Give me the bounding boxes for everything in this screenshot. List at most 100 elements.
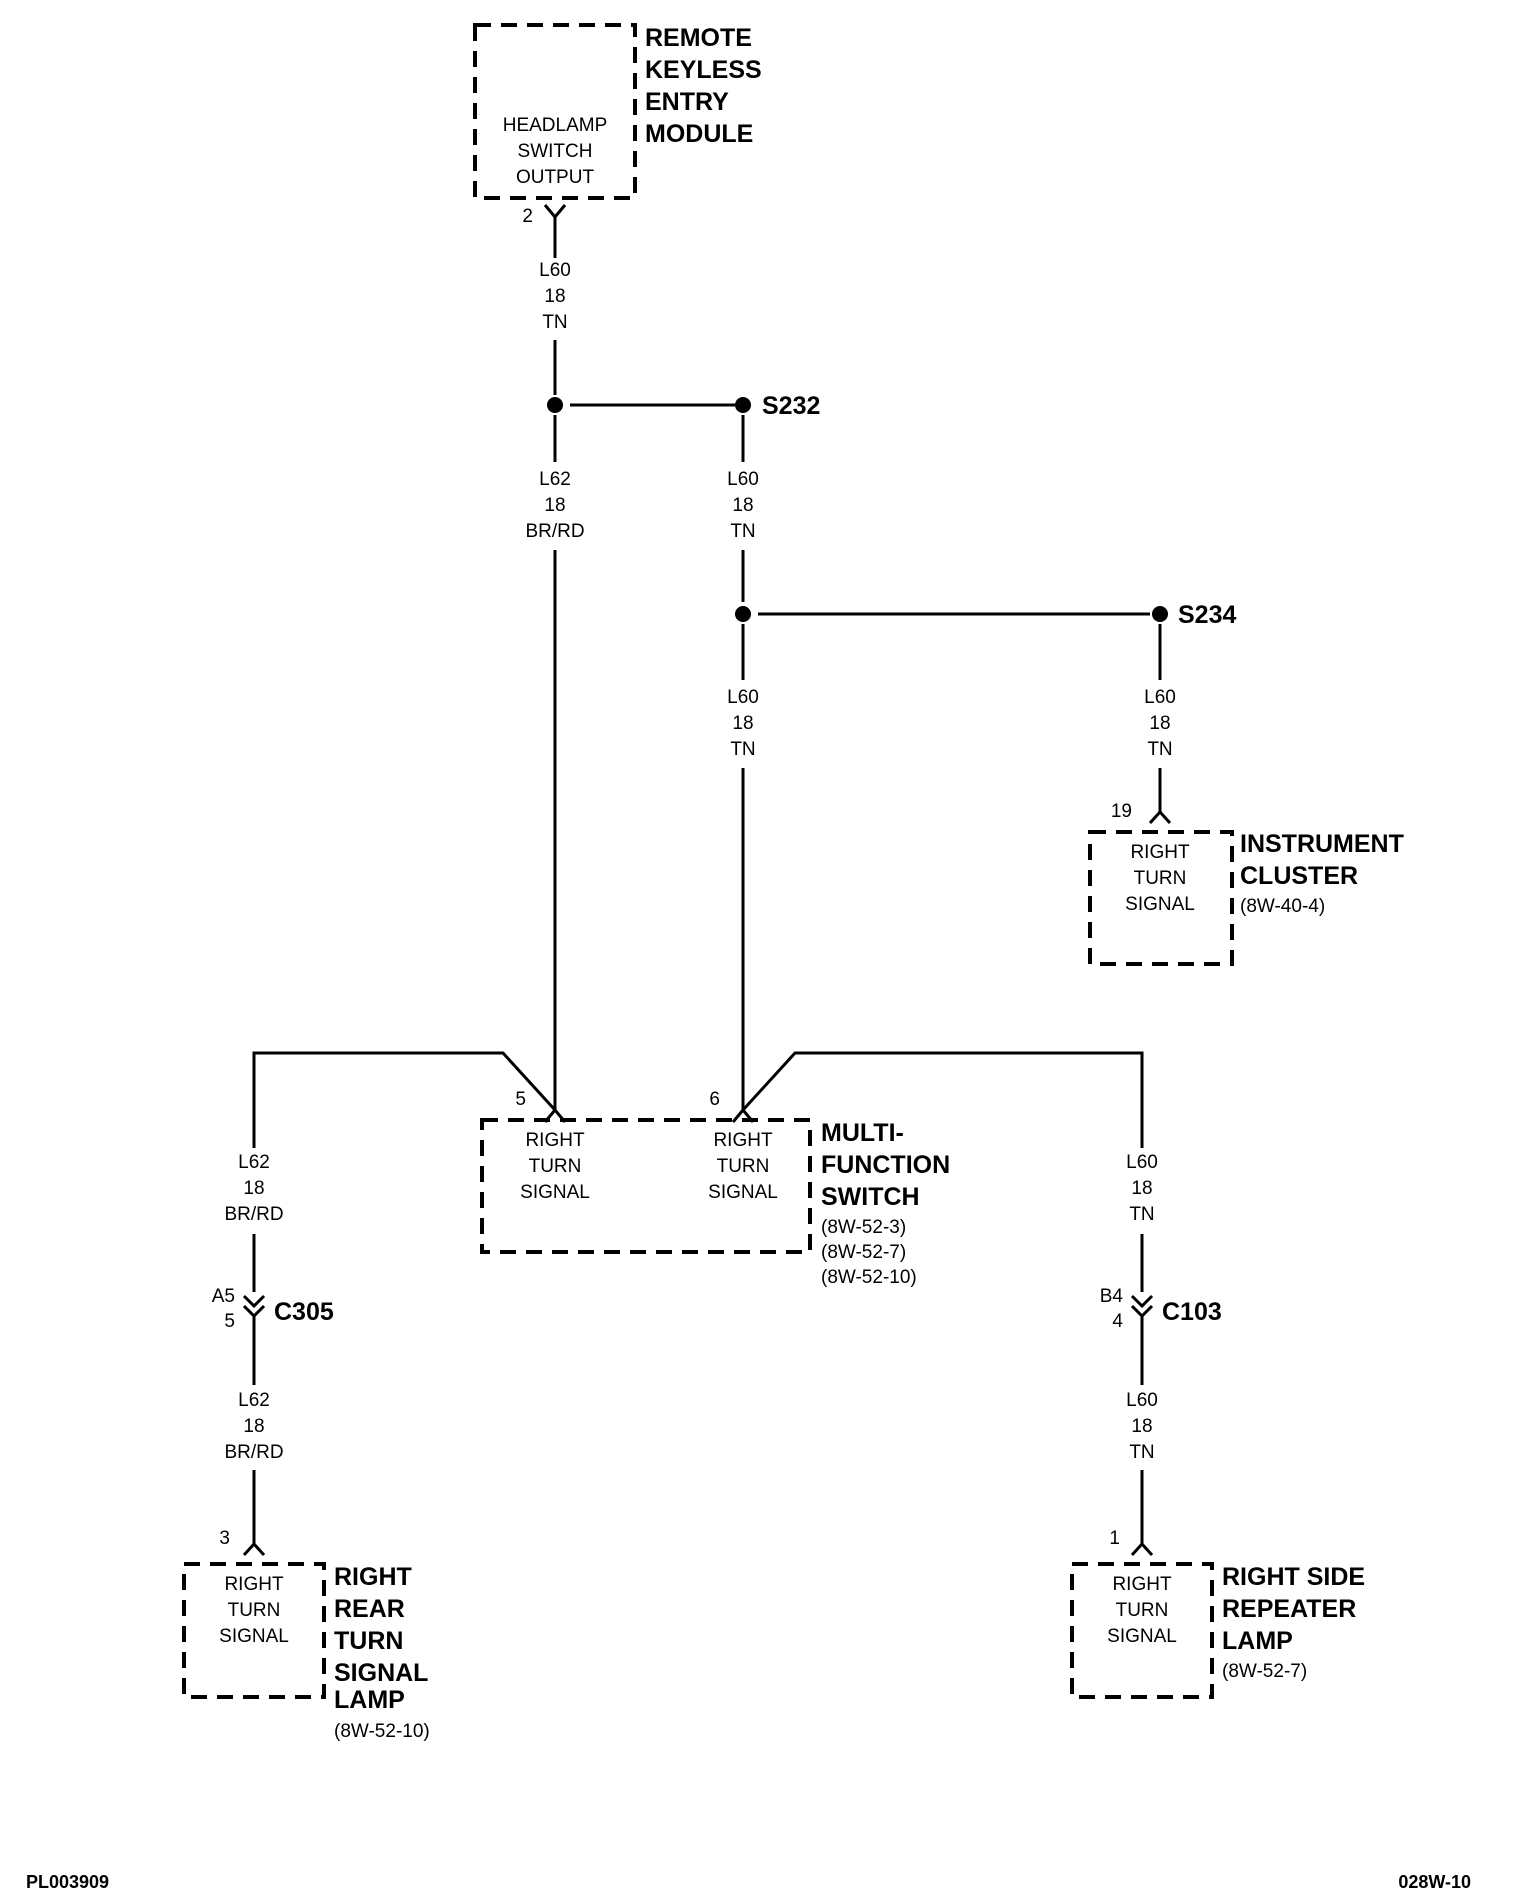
rke-name-line-1: REMOTE <box>645 24 752 52</box>
wire-label-right-upper: L60 18 TN <box>1126 1152 1158 1225</box>
wire-color: TN <box>1129 1442 1154 1463</box>
wire-circuit: L62 <box>238 1152 270 1173</box>
repeater-lamp-ref: (8W-52-7) <box>1222 1661 1307 1682</box>
splice-s234-dot <box>1152 606 1168 622</box>
instrument-cluster: 19 RIGHT TURN SIGNAL INSTRUMENT CLUSTER … <box>1088 801 1404 966</box>
wire-color: TN <box>730 739 755 760</box>
wire-circuit: L60 <box>727 687 759 708</box>
rear-lamp-box <box>182 1562 326 1699</box>
wire-label-to-msw-left: L62 18 BR/RD <box>525 469 584 542</box>
wire-color: TN <box>542 312 567 333</box>
wire-color: BR/RD <box>224 1442 283 1463</box>
wire-color: TN <box>1129 1204 1154 1225</box>
wire-gauge: 18 <box>1149 713 1170 734</box>
repeater-lamp-function-line-3: SIGNAL <box>1107 1626 1177 1647</box>
msw-ref-3: (8W-52-10) <box>821 1267 917 1288</box>
wire-color: BR/RD <box>224 1204 283 1225</box>
repeater-lamp-name-line-3: LAMP <box>1222 1627 1293 1655</box>
wire-gauge: 18 <box>732 495 753 516</box>
splice-s232-dot <box>735 397 751 413</box>
cluster-pin-label: 19 <box>1111 801 1132 822</box>
footer-right-code: 028W-10 <box>1398 1872 1471 1892</box>
repeater-lamp-name-line-1: RIGHT SIDE <box>1222 1563 1365 1591</box>
msw-name-line-3: SWITCH <box>821 1183 920 1211</box>
rke-function-line-2: SWITCH <box>518 141 593 162</box>
wire-gauge: 18 <box>544 495 565 516</box>
splice-dot-mid <box>735 606 751 622</box>
rear-lamp-function-line-1: RIGHT <box>224 1574 284 1595</box>
cluster-name-line-2: CLUSTER <box>1240 862 1358 890</box>
wire-label-rke-out: L60 18 TN <box>539 260 571 333</box>
cluster-name-line-1: INSTRUMENT <box>1240 830 1404 858</box>
rke-function-line-1: HEADLAMP <box>503 115 608 136</box>
repeater-lamp: 1 RIGHT TURN SIGNAL RIGHT SIDE REPEATER … <box>1070 1528 1365 1699</box>
wire-label-s234-to-cluster: L60 18 TN <box>1144 687 1176 760</box>
msw-pin-left-label: 5 <box>515 1089 526 1110</box>
repeater-lamp-connector-symbol <box>1130 1541 1154 1557</box>
rke-module: HEADLAMP SWITCH OUTPUT REMOTE KEYLESS EN… <box>473 23 762 227</box>
wire-left-loop <box>252 1051 557 1148</box>
footer-left-code: PL003909 <box>26 1872 109 1892</box>
repeater-lamp-function-line-2: TURN <box>1116 1600 1169 1621</box>
wire-label-s234-to-msw: L60 18 TN <box>727 687 759 760</box>
cluster-function-line-3: SIGNAL <box>1125 894 1195 915</box>
msw-left-function-line-2: TURN <box>529 1156 582 1177</box>
wire-circuit: L60 <box>1126 1152 1158 1173</box>
rear-lamp-name-line-1: RIGHT <box>334 1563 412 1591</box>
msw-name-line-1: MULTI- <box>821 1119 904 1147</box>
rear-lamp-name-line-5: LAMP <box>334 1686 405 1714</box>
rear-lamp-connector-symbol <box>242 1541 266 1557</box>
wire-gauge: 18 <box>243 1416 264 1437</box>
repeater-lamp-name-line-2: REPEATER <box>1222 1595 1356 1623</box>
msw-left-function-line-3: SIGNAL <box>520 1182 590 1203</box>
wire-gauge: 18 <box>544 286 565 307</box>
rear-lamp-ref: (8W-52-10) <box>334 1721 430 1742</box>
wire-circuit: L60 <box>1144 687 1176 708</box>
rke-connector-symbol <box>543 204 567 226</box>
msw-pin-right-label: 6 <box>709 1089 720 1110</box>
rear-lamp-name-line-3: TURN <box>334 1627 403 1655</box>
cluster-connector-symbol <box>1148 809 1172 825</box>
rke-module-box <box>473 23 637 200</box>
rear-lamp-function-line-2: TURN <box>228 1600 281 1621</box>
splice-dot-left <box>547 397 563 413</box>
msw-ref-2: (8W-52-7) <box>821 1242 906 1263</box>
rke-name-line-4: MODULE <box>645 120 753 148</box>
msw-right-function-line-2: TURN <box>717 1156 770 1177</box>
repeater-lamp-function-line-1: RIGHT <box>1112 1574 1172 1595</box>
rear-lamp-function-line-3: SIGNAL <box>219 1626 289 1647</box>
wire-circuit: L62 <box>539 469 571 490</box>
repeater-lamp-box <box>1070 1562 1214 1699</box>
splice-s232-label: S232 <box>762 392 820 420</box>
c305-label: C305 <box>274 1298 334 1326</box>
wire-circuit: L60 <box>1126 1390 1158 1411</box>
c305-pin-bottom: 5 <box>224 1311 235 1332</box>
wire-label-left-lower: L62 18 BR/RD <box>224 1390 283 1463</box>
rear-lamp-name-line-2: REAR <box>334 1595 405 1623</box>
rear-lamp-pin-label: 3 <box>219 1528 230 1549</box>
msw-left-function-line-1: RIGHT <box>525 1130 585 1151</box>
wire-color: TN <box>730 521 755 542</box>
wire-circuit: L62 <box>238 1390 270 1411</box>
c305-pin-top: A5 <box>212 1286 235 1307</box>
splice-s234-label: S234 <box>1178 601 1236 629</box>
wire-gauge: 18 <box>1131 1416 1152 1437</box>
msw-ref-1: (8W-52-3) <box>821 1217 906 1238</box>
wire-label-left-upper: L62 18 BR/RD <box>224 1152 283 1225</box>
c103-pin-bottom: 4 <box>1112 1311 1123 1332</box>
wire-color: TN <box>1147 739 1172 760</box>
msw-right-function-line-3: SIGNAL <box>708 1182 778 1203</box>
cluster-function-line-2: TURN <box>1134 868 1187 889</box>
msw-name-line-2: FUNCTION <box>821 1151 950 1179</box>
c103-label: C103 <box>1162 1298 1222 1326</box>
rke-function-line-3: OUTPUT <box>516 167 595 188</box>
repeater-lamp-pin-label: 1 <box>1109 1528 1120 1549</box>
rke-name-line-3: ENTRY <box>645 88 729 116</box>
rke-name-line-2: KEYLESS <box>645 56 762 84</box>
wire-gauge: 18 <box>732 713 753 734</box>
wire-gauge: 18 <box>243 1178 264 1199</box>
rke-pin-label: 2 <box>522 206 533 227</box>
c305-connector-symbol <box>242 1294 266 1319</box>
wire-color: BR/RD <box>525 521 584 542</box>
